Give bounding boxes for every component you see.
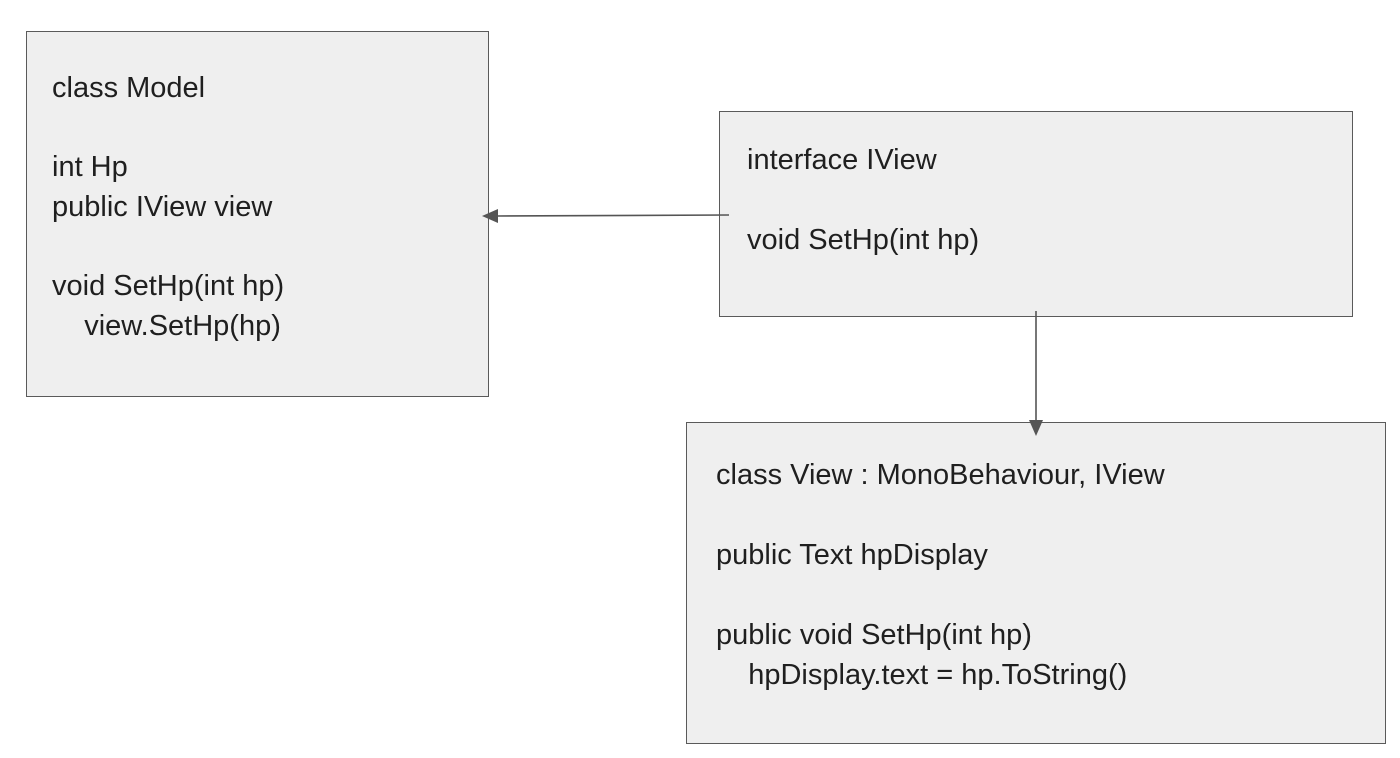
view-method-sethp: public void SetHp(int hp) bbox=[716, 619, 1032, 651]
model-field-hp: int Hp bbox=[52, 151, 128, 183]
view-class-title: class View : MonoBehaviour, IView bbox=[716, 459, 1165, 491]
arrow-iview-to-view bbox=[1029, 311, 1043, 436]
model-method-body: view.SetHp(hp) bbox=[52, 310, 281, 342]
view-field-hpdisplay: public Text hpDisplay bbox=[716, 539, 988, 571]
model-method-sethp: void SetHp(int hp) bbox=[52, 270, 285, 302]
view-method-body: hpDisplay.text = hp.ToString() bbox=[716, 659, 1128, 691]
iview-method-sethp: void SetHp(int hp) bbox=[747, 224, 980, 256]
arrow-iview-to-model bbox=[482, 209, 730, 223]
model-class-box: class Model int Hp public IView view voi… bbox=[26, 31, 489, 397]
view-class-box: class View : MonoBehaviour, IView public… bbox=[686, 422, 1386, 744]
iview-interface-title: interface IView bbox=[747, 144, 937, 176]
model-class-title: class Model bbox=[52, 72, 206, 104]
arrow-iview-to-model-line bbox=[495, 214, 730, 217]
model-field-view: public IView view bbox=[52, 191, 273, 223]
iview-interface-box: interface IView void SetHp(int hp) bbox=[719, 111, 1353, 317]
